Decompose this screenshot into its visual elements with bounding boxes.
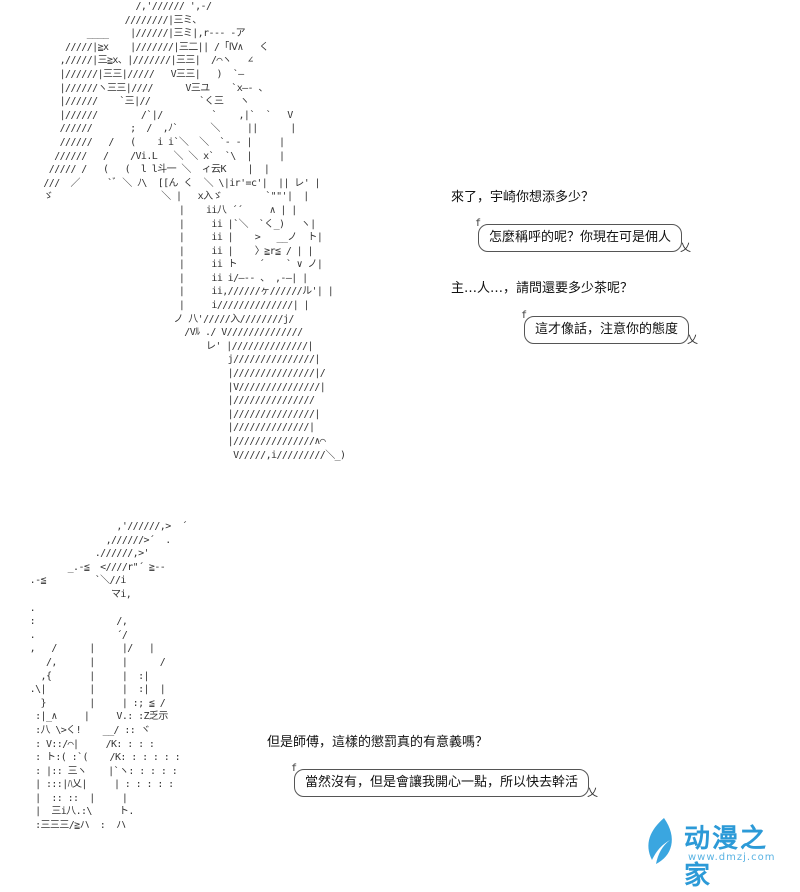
dialogue-line-3: 但是師傅，這樣的懲罰真的有意義嗎？	[267, 735, 489, 750]
watermark-name: 动漫之家	[684, 824, 769, 891]
ascii-art-master-character: ,'//////,> ´ ,//////>´ . .//////,>' _.-≦…	[29, 521, 188, 832]
dialogue-line-2: 主…人…，請問還要多少茶呢？	[451, 281, 634, 296]
speech-bubble-1: 怎麼稱呼的呢？你現在可是佣人	[475, 211, 691, 261]
leaf-logo-icon	[648, 818, 672, 864]
site-watermark: 动漫之家 www.dmzj.com	[638, 814, 786, 891]
dialogue-line-1: 來了，宇崎你想添多少？	[451, 190, 595, 205]
ascii-art-maid-character: /,'////// ',-/ ////////|三ミ、 ____ |//////…	[43, 1, 346, 461]
speech-bubble-3: 當然沒有，但是會讓我開心一點，所以快去幹活	[291, 756, 598, 806]
speech-bubble-2: 這才像話，注意你的態度	[521, 303, 698, 353]
watermark-url: www.dmzj.com	[688, 852, 776, 863]
